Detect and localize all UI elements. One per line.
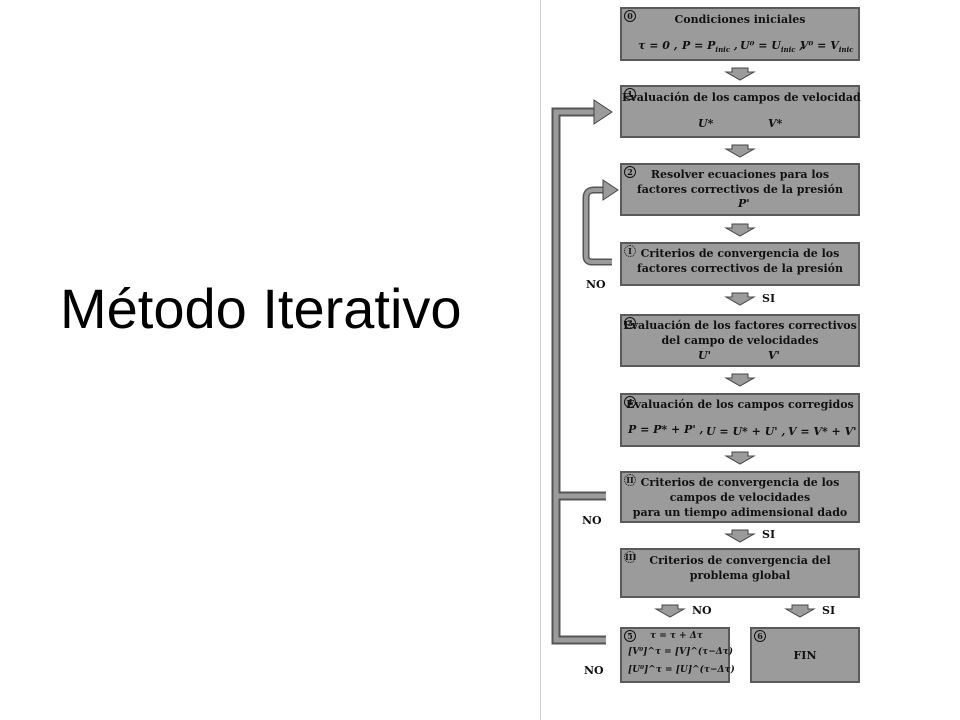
box-title: Evaluación de los campos corregidos bbox=[626, 398, 854, 411]
label-si: SI bbox=[762, 528, 776, 541]
step-number: II bbox=[624, 474, 636, 486]
box-line: factores correctivos de la presión bbox=[637, 262, 843, 275]
equation: τ = τ + Δτ bbox=[650, 631, 703, 641]
box-title: Evaluación de los campos de velocidad bbox=[622, 91, 861, 104]
step-number: 6 bbox=[754, 630, 766, 642]
box-line: Resolver ecuaciones para los bbox=[650, 168, 830, 181]
label-no: NO bbox=[586, 278, 606, 291]
equation: τ = 0 , bbox=[638, 39, 678, 52]
box-line: Criterios de convergencia del bbox=[649, 554, 831, 567]
equation: U⁰ = Uinic , bbox=[740, 39, 804, 55]
label-no: NO bbox=[692, 604, 712, 617]
label-si: SI bbox=[762, 292, 776, 305]
loop-arrow-inner bbox=[582, 186, 612, 266]
label-si: SI bbox=[822, 604, 836, 617]
box-title: Condiciones iniciales bbox=[674, 13, 806, 26]
step-number: I bbox=[624, 245, 636, 257]
box-line: problema global bbox=[689, 569, 791, 582]
box-velocity-evaluation: 1 Evaluación de los campos de velocidad … bbox=[620, 85, 861, 138]
box-criterion-i: I Criterios de convergencia de los facto… bbox=[620, 242, 860, 286]
box-line: Criterios de convergencia de los bbox=[640, 247, 840, 260]
equation: P = Pinic , bbox=[682, 39, 738, 55]
step-number: 0 bbox=[624, 10, 636, 22]
box-time-step: 5 τ = τ + Δτ [V⁰]^τ = [V]^(τ−Δτ) [U⁰]^τ … bbox=[620, 627, 735, 683]
flowchart-frame bbox=[540, 0, 960, 720]
equation: P = P* + P' , bbox=[628, 423, 704, 436]
box-line: factores correctivos de la presión bbox=[637, 183, 843, 196]
step-number: 5 bbox=[624, 630, 636, 642]
box-criterion-ii: II Criterios de convergencia de los camp… bbox=[620, 471, 860, 523]
step-number: 4 bbox=[624, 396, 636, 408]
box-pressure-correction: 2 Resolver ecuaciones para los factores … bbox=[620, 163, 860, 216]
loop-arrow-inner-head bbox=[602, 179, 619, 201]
step-number: 2 bbox=[624, 166, 636, 178]
box-line: Evaluación de los factores correctivos bbox=[623, 319, 857, 332]
step-number: 1 bbox=[624, 88, 636, 100]
step-number: III bbox=[624, 551, 637, 563]
box-velocity-correction: 3 Evaluación de los factores correctivos… bbox=[620, 314, 860, 367]
box-line: del campo de velocidades bbox=[661, 334, 819, 347]
variable: V' bbox=[768, 349, 780, 362]
box-line: Criterios de convergencia de los bbox=[640, 476, 840, 489]
box-initial-conditions: 0 Condiciones iniciales τ = 0 , P = Pini… bbox=[620, 7, 860, 61]
box-end: 6 FIN bbox=[750, 627, 860, 683]
variable: U' bbox=[698, 349, 711, 362]
variable: P' bbox=[738, 197, 750, 210]
label-no: NO bbox=[584, 664, 604, 677]
equation: [U⁰]^τ = [U]^(τ−Δτ) bbox=[628, 665, 735, 675]
variable: V* bbox=[768, 117, 783, 130]
equation: V = V* + V' bbox=[788, 425, 857, 438]
step-number: 3 bbox=[624, 317, 636, 329]
label-no: NO bbox=[582, 514, 602, 527]
variable: U* bbox=[698, 117, 714, 130]
down-arrow-icon bbox=[654, 67, 816, 618]
loop-arrow-outer-head bbox=[593, 99, 613, 125]
equation: U = U* + U' , bbox=[706, 425, 786, 438]
equation: V⁰ = Vinic bbox=[800, 39, 854, 55]
box-line: campos de velocidades bbox=[669, 491, 811, 504]
box-line: para un tiempo adimensional dado bbox=[632, 506, 848, 519]
equation: [V⁰]^τ = [V]^(τ−Δτ) bbox=[628, 647, 734, 657]
box-criterion-iii: III Criterios de convergencia del proble… bbox=[620, 548, 860, 598]
box-title: FIN bbox=[793, 649, 817, 662]
box-corrected-fields: 4 Evaluación de los campos corregidos P … bbox=[620, 393, 860, 447]
slide-title: Método Iterativo bbox=[60, 277, 462, 340]
